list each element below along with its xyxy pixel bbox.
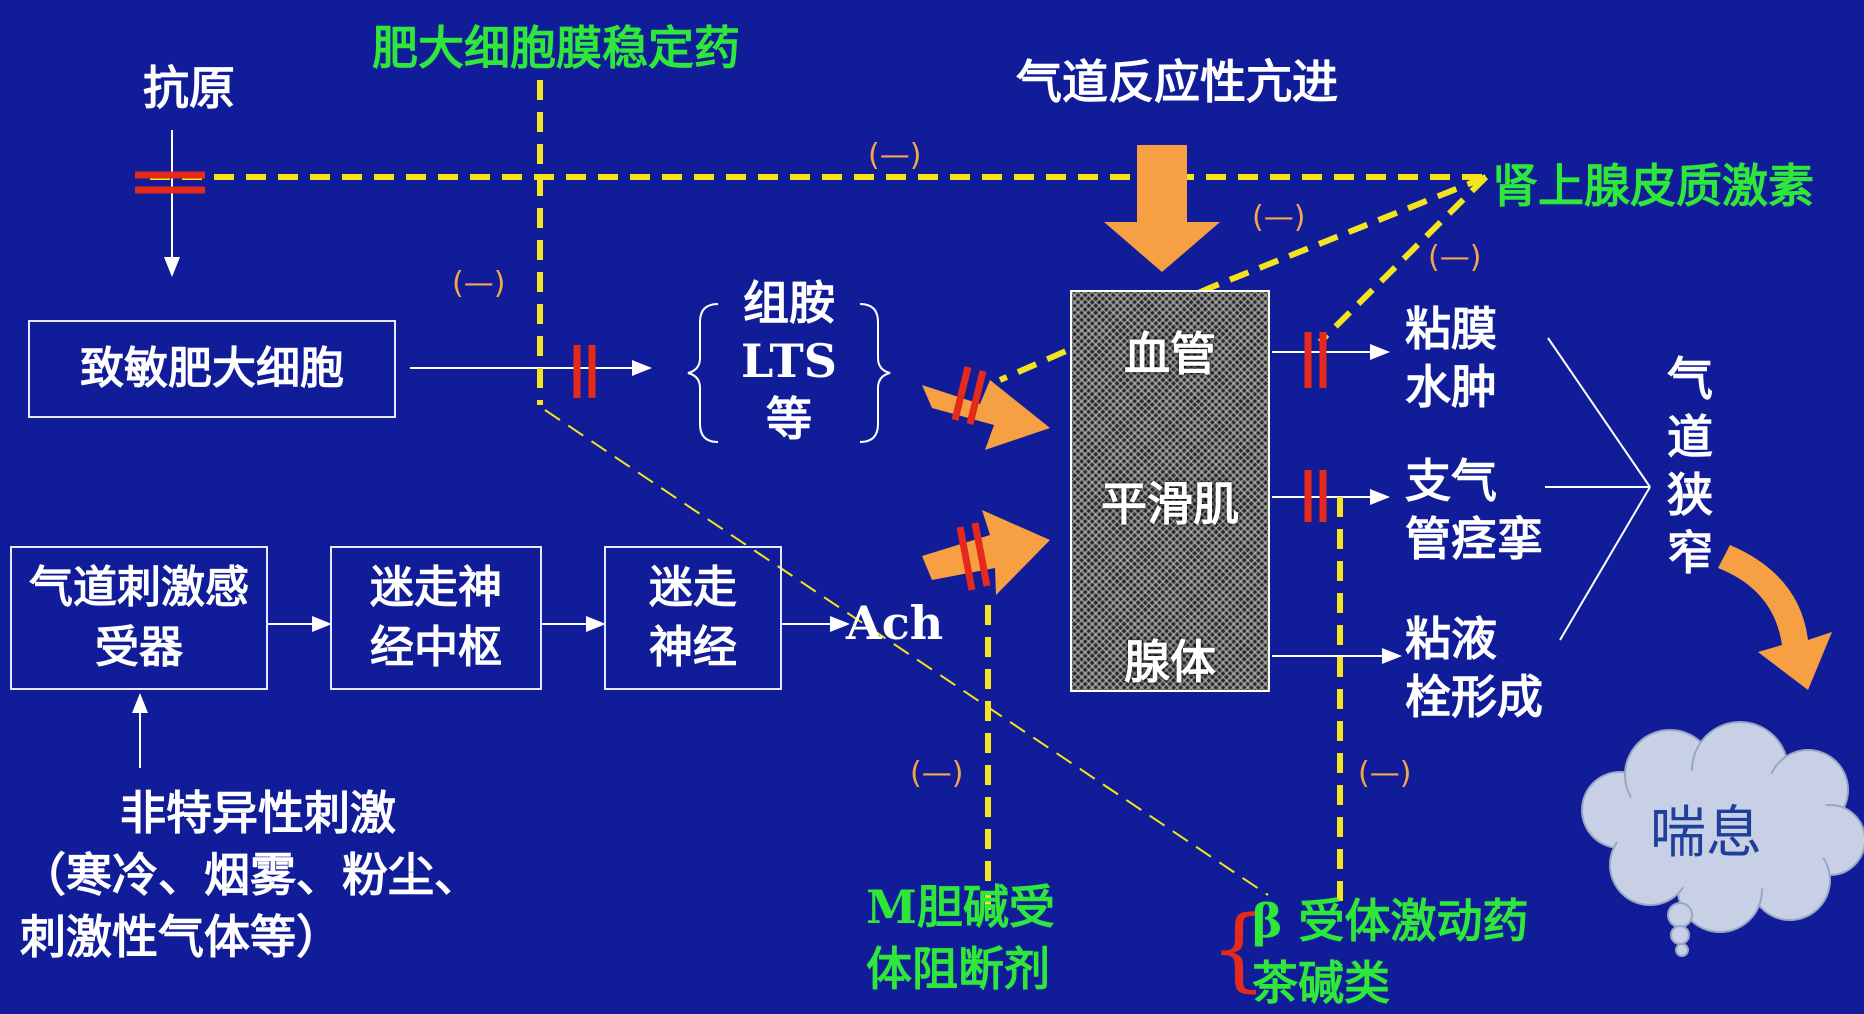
mediator-to-vessel-arrow [922,380,1050,450]
m-blocker-line-2: 体阻断剂 [866,942,1050,996]
mediator-arrow-block-mark [951,366,972,421]
airway-receptor-text: 气道刺激感受器 [29,562,249,673]
minus-label-stabilizer: (—) [452,266,506,301]
narrowing-curved-arrow [1718,545,1832,690]
antigen-label: 抗原 [143,61,235,115]
bronchospasm-line-1: 支气 [1405,454,1497,508]
asthma-cloud [1581,721,1864,957]
mediator-group: 组胺 LTS 等 [718,274,860,448]
mucus-to-narrowing-line [1559,486,1651,641]
asthma-label: 喘息 [1650,801,1762,866]
beta-agonist-label: β 受体激动药 茶碱类 [1252,890,1529,1014]
ach-label: Ach [846,596,944,650]
steroid-to-edema-line [1317,174,1489,345]
steroid-to-vessel-line [1210,174,1488,290]
gland-label: 腺体 [1124,635,1216,689]
m-blocker-label: M胆碱受 体阻断剂 [866,876,1055,1000]
edema-to-narrowing-line [1547,337,1651,488]
effector-organ-box [1070,290,1270,692]
mediator-etc: 等 [766,392,812,446]
nonspecific-stimuli-label: 非特异性刺激 （寒冷、烟雾、粉尘、 刺激性气体等） [20,782,480,968]
beta-agonist-line-2: 茶碱类 [1252,956,1390,1010]
vessel-label: 血管 [1124,327,1216,381]
nonspecific-line-3: 刺激性气体等） [20,910,342,964]
minus-label-top: (—) [868,138,922,173]
mediator-right-brace [859,303,891,443]
corticosteroid-label: 肾上腺皮质激素 [1492,159,1814,213]
minus-label-vessel: (—) [1252,200,1306,235]
ach-to-muscle-arrow [922,510,1050,595]
minus-label-edema: (—) [1428,240,1482,275]
bronchospasm-label: 支气 管痉挛 [1405,452,1543,568]
minus-label-m-blocker: (—) [910,756,964,791]
m-blocker-line-1: M胆碱受 [866,880,1055,934]
mucus-line-1: 粘液 [1405,612,1497,666]
mucus-plug-label: 粘液 栓形成 [1405,610,1543,726]
airway-receptor-box: 气道刺激感受器 [10,546,268,690]
sensitized-mast-cell-box: 致敏肥大细胞 [28,320,396,418]
mucus-line-2: 栓形成 [1405,670,1543,724]
nonspecific-line-1: 非特异性刺激 [120,786,396,840]
ach-arrow-block-mark-2 [971,522,991,587]
stabilizer-thin-diagonal [544,409,1269,896]
edema-line-1: 粘膜 [1405,302,1497,356]
mediator-histamine: 组胺 [743,276,835,330]
beta-agonist-line-1: β 受体激动药 [1252,894,1529,948]
beta-agonist-brace: { [1210,897,1268,1002]
mediator-arrow-block-mark-2 [966,370,987,425]
bronchospasm-line-2: 管痉挛 [1405,512,1543,566]
nonspecific-line-2: （寒冷、烟雾、粉尘、 [20,848,480,902]
hyperreactivity-arrow [1104,145,1220,272]
vagus-nerve-text: 迷走神经 [649,562,737,673]
mast-cell-stabilizer-label: 肥大细胞膜稳定药 [372,21,740,75]
smooth-muscle-label: 平滑肌 [1101,477,1239,531]
edema-label: 粘膜 水肿 [1405,300,1497,416]
minus-label-beta: (—) [1358,756,1412,791]
vagus-center-text: 迷走神经中枢 [370,562,502,673]
edema-line-2: 水肿 [1405,360,1497,414]
ach-arrow-block-mark [956,526,976,591]
mediator-lts: LTS [740,334,838,388]
vagus-nerve-box: 迷走神经 [604,546,782,690]
airway-narrowing-label: 气道狭窄 [1667,352,1713,580]
sensitized-mast-cell-text: 致敏肥大细胞 [80,343,344,394]
vagus-center-box: 迷走神经中枢 [330,546,542,690]
airway-hyperreactivity-label: 气道反应性亢进 [1016,55,1338,109]
mediator-left-brace [687,303,719,443]
